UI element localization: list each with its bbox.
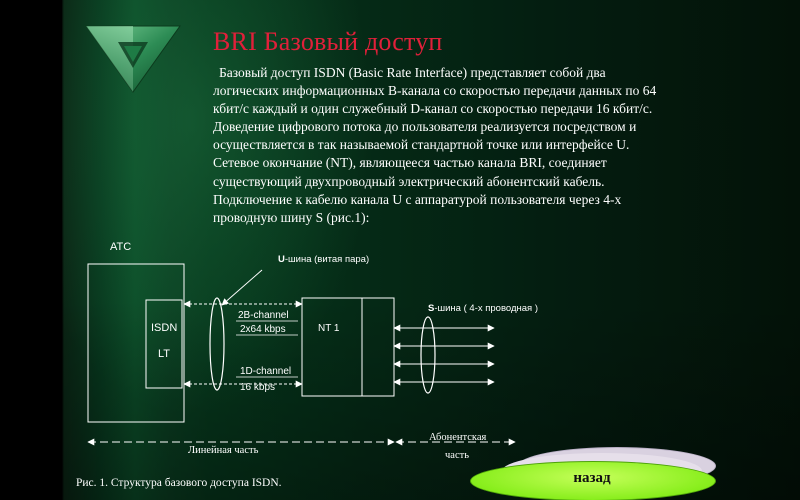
- paragraph-line: логических информационных В-канала со ск…: [213, 83, 657, 99]
- figure-caption: Рис. 1. Структура базового доступа ISDN.: [76, 477, 282, 489]
- emerald-triangle-logo: [85, 25, 181, 93]
- s-bus-ring: [420, 316, 436, 394]
- back-button[interactable]: [470, 461, 716, 500]
- d-channel-rate: 16 kbps: [240, 382, 275, 393]
- lt-label: LT: [158, 348, 170, 360]
- isdn-lt-box: [145, 299, 183, 389]
- line-part-label: Линейная часть: [188, 445, 259, 456]
- paragraph-line: проводную шину S (рис.1):: [213, 209, 370, 225]
- paragraph-line: осуществляется в так называемой стандарт…: [213, 137, 630, 153]
- s-bus-rest: -шина ( 4-х проводная ): [434, 303, 538, 314]
- nt1-label: NT 1: [318, 323, 340, 334]
- ats-label: АТС: [110, 241, 131, 253]
- b-channel-rate: 2x64 kbps: [240, 324, 286, 335]
- slide-title: BRI Базовый доступ: [213, 27, 443, 56]
- paragraph-line: существующий двухпроводный электрический…: [213, 173, 605, 189]
- paragraph-line: Подключение к кабелю канала U с аппарату…: [213, 191, 622, 207]
- back-button-group: назад: [470, 443, 720, 500]
- paragraph-line: кбит/с каждый и один служебный D-канал с…: [213, 101, 653, 117]
- u-bus-label: U-шина (витая пара): [278, 254, 369, 265]
- back-button-label[interactable]: назад: [573, 470, 611, 486]
- isdn-label: ISDN: [151, 322, 177, 334]
- s-bus-label: S-шина ( 4-х проводная ): [428, 303, 538, 314]
- u-bus-bold: U: [278, 254, 285, 265]
- subscriber-part-label: Абонентская: [429, 432, 487, 443]
- u-bus-pointer-arrow: [221, 269, 263, 306]
- body-paragraph: Базовый доступ ISDN (Basic Rate Interfac…: [213, 64, 713, 227]
- s-bus-bold: S: [428, 303, 434, 314]
- u-twisted-pair-ring: [209, 297, 225, 391]
- paragraph-line: Сетевое окончание (NT), являющееся часть…: [213, 155, 607, 171]
- subscriber-part-label-2: часть: [445, 450, 469, 461]
- b-channel-label: 2B-channel: [238, 310, 289, 321]
- d-channel-label: 1D-channel: [240, 366, 291, 377]
- u-bus-rest: -шина (витая пара): [285, 254, 369, 265]
- paragraph-line: Доведение цифрового потока до пользовате…: [213, 119, 637, 135]
- paragraph-line: Базовый доступ ISDN (Basic Rate Interfac…: [219, 65, 606, 80]
- nt1-box: [301, 297, 395, 397]
- ats-box: [87, 263, 185, 423]
